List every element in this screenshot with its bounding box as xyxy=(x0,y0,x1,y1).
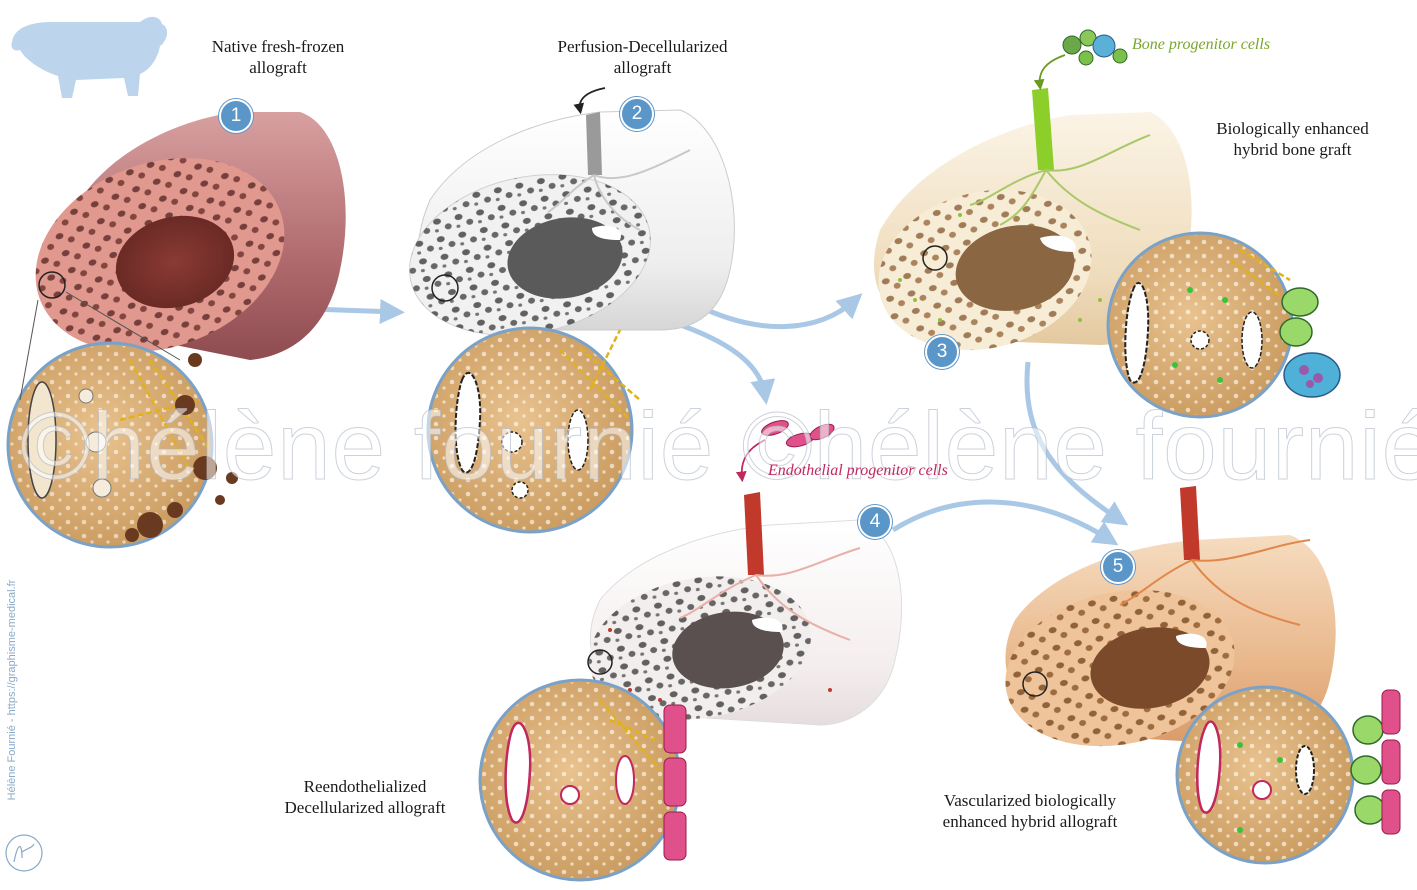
credit-text: Hélène Fournié - https://graphisme-medic… xyxy=(6,579,18,801)
graft-bone-enhanced xyxy=(873,88,1192,351)
arrow-2-to-3 xyxy=(688,293,863,329)
bone-cells-arrow xyxy=(1033,54,1066,91)
endothelial-cells-arrow xyxy=(735,439,766,483)
bone-cells-cluster xyxy=(1062,29,1128,66)
label-step-1: Native fresh-frozen allograft xyxy=(211,37,345,77)
step-badge-1: 1 xyxy=(219,99,253,133)
label-bone-progenitor-cells: Bone progenitor cells xyxy=(1132,36,1271,53)
label-step-4: Reendothelialized Decellularized allogra… xyxy=(284,777,446,817)
step-badge-5: 5 xyxy=(1101,550,1135,584)
arrow-4-to-5 xyxy=(891,499,1119,546)
step-badge-2: 2 xyxy=(620,97,654,131)
flow-arrows xyxy=(281,293,1129,546)
magnifier-native xyxy=(6,341,238,549)
magnifier-bone-enhanced xyxy=(1106,231,1341,419)
label-endothelial-progenitor-cells: Endothelial progenitor cells xyxy=(768,462,948,479)
label-step-5: Vascularized biologically enhanced hybri… xyxy=(942,791,1118,831)
signature-logo xyxy=(5,834,43,872)
watermark: ©hélène fournié ©hélène fournié xyxy=(20,393,1417,501)
graft-native xyxy=(35,112,346,360)
perfusion-arrow xyxy=(573,87,606,115)
magnifier-vascularized-hybrid xyxy=(1175,685,1401,865)
arrow-2-to-4 xyxy=(671,319,776,405)
graft-vascularized-hybrid xyxy=(1005,486,1336,747)
arrow-3-to-5 xyxy=(1024,361,1129,526)
pig-icon xyxy=(11,16,168,98)
step-badge-4: 4 xyxy=(858,505,892,539)
step-badge-3: 3 xyxy=(925,335,959,369)
endothelial-cells-cluster xyxy=(761,420,835,448)
label-step-2: Perfusion-Decellularized allograft xyxy=(557,37,728,77)
graft-reendothelialized xyxy=(587,492,903,726)
label-step-3: Biologically enhanced hybrid bone graft xyxy=(1216,119,1369,159)
graft-decellularized xyxy=(409,109,735,336)
magnifier-decellularized xyxy=(426,326,641,534)
magnifier-reendothelialized xyxy=(478,678,687,882)
zoom-lines-1 xyxy=(19,291,181,401)
